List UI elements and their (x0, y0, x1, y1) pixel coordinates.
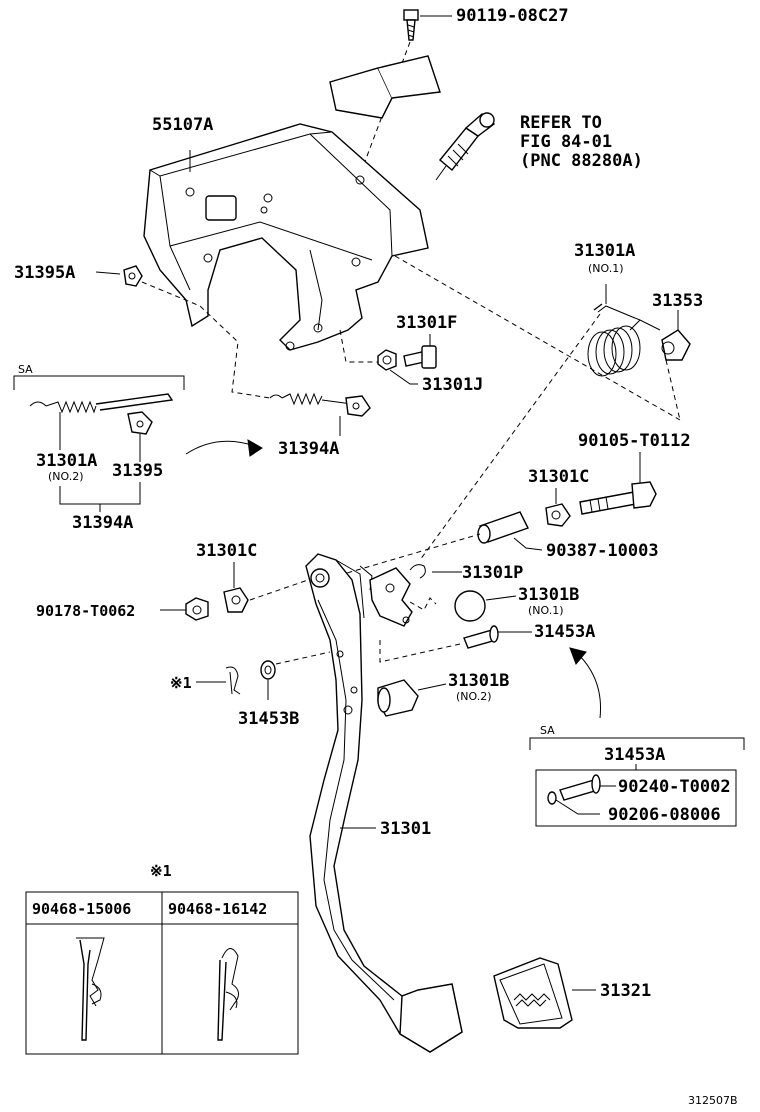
table-col2-header: 90468-16142 (168, 900, 267, 918)
label-31353: 31353 (652, 291, 703, 311)
brake-pedal-31301-drawing (305, 553, 463, 1053)
label-sa-right: SA (540, 724, 555, 737)
bolt-31301f-drawing (403, 334, 437, 369)
arrow-head-31394a (247, 439, 263, 457)
label-31301: 31301 (380, 819, 431, 839)
label-no2-b: (NO.2) (456, 690, 492, 703)
label-90119-08c27: 90119-08C27 (456, 6, 569, 26)
label-31301a-top: 31301A (574, 241, 635, 261)
clip-31395a-drawing (95, 265, 271, 399)
spring-assembly-31394a-drawing (269, 392, 371, 436)
label-no1-top: (NO.1) (588, 262, 624, 275)
collar-31301c-right-drawing (545, 488, 571, 527)
label-90178-t0062: 90178-T0062 (36, 602, 135, 620)
stopper-31301b-no2-drawing (377, 679, 447, 717)
sa-left-bracket-line (59, 482, 141, 505)
bracket-31301p-drawing (369, 564, 462, 627)
collar-31301c-left-drawing (223, 562, 249, 613)
pedal-pad-31321-drawing (493, 957, 596, 1029)
arrow-sa-to-31453a (577, 653, 602, 719)
label-sa-left: SA (18, 363, 33, 376)
pin-31453a-drawing (379, 625, 532, 663)
stopper-31301b-no1-drawing (454, 590, 517, 622)
dashed-guide-pedal-bushing (329, 533, 481, 579)
clip-90468-16142-drawing (217, 948, 239, 1041)
label-fig-84-01: FIG 84-01 (520, 132, 612, 152)
label-31394a-sa: 31394A (72, 513, 133, 533)
bushing-31353-drawing (661, 310, 691, 361)
label-31301j: 31301J (422, 375, 483, 395)
label-31395a: 31395A (14, 263, 75, 283)
clip-table (25, 891, 299, 1055)
label-refer-to: REFER TO (520, 113, 602, 133)
dashed-guide-spring-pedal (419, 313, 601, 561)
clip-pin-mark1-drawing (196, 666, 241, 695)
sa-right-inner-box (535, 769, 737, 827)
sa-right-box (529, 737, 745, 750)
dashed-guide-31353 (665, 359, 681, 421)
arrow-head-31453a (569, 647, 587, 665)
label-31301f: 31301F (396, 313, 457, 333)
bolt-90105-drawing (579, 481, 657, 515)
washer-90206-drawing (547, 791, 600, 815)
label-90387-10003: 90387-10003 (546, 541, 659, 561)
nut-90178-drawing (160, 597, 209, 621)
label-31453a-sa: 31453A (604, 745, 665, 765)
label-31301c-right: 31301C (528, 467, 589, 487)
figure-id: 312507B (688, 1094, 738, 1107)
spring-31301a-no1-drawing (587, 284, 661, 377)
label-90240-t0002: 90240-T0002 (618, 777, 731, 797)
spring-31301a-no2-drawing (29, 393, 174, 450)
label-31301a-sa: 31301A (36, 451, 97, 471)
clip-31395-drawing (127, 411, 153, 462)
label-pnc-88280a: (PNC 88280A) (520, 151, 643, 171)
label-31394a-mid: 31394A (278, 439, 339, 459)
sa-left-box (13, 375, 185, 390)
label-31301b-no2: 31301B (448, 671, 509, 691)
clip-90468-15006-drawing (76, 937, 105, 1041)
label-31395-sa: 31395 (112, 461, 163, 481)
label-90206-08006: 90206-08006 (608, 805, 721, 825)
label-31301p: 31301P (462, 563, 523, 583)
dashed-guide-collar-pedal (249, 579, 309, 601)
collar-31453b-drawing (260, 651, 331, 700)
label-31301c-left: 31301C (196, 541, 257, 561)
dashed-guide-bracket-right (394, 255, 681, 421)
label-31453b: 31453B (238, 709, 299, 729)
label-31453a: 31453A (534, 622, 595, 642)
nut-31301j-drawing (339, 329, 418, 385)
label-mark-1-table: ※1 (150, 862, 172, 880)
label-55107a: 55107A (152, 115, 213, 135)
label-no1-b: (NO.1) (528, 604, 564, 617)
label-31321: 31321 (600, 981, 651, 1001)
label-90105-t0112: 90105-T0112 (578, 431, 691, 451)
table-col1-header: 90468-15006 (32, 900, 131, 918)
pedal-bracket-55107a-drawing (143, 123, 429, 351)
label-no2-sa: (NO.2) (48, 470, 84, 483)
bushing-90387-drawing (477, 511, 543, 551)
label-31301b-no1: 31301B (518, 585, 579, 605)
pin-90240-drawing (559, 774, 616, 801)
bracket-plate-drawing (329, 55, 441, 119)
label-mark-1: ※1 (170, 674, 192, 692)
stop-lamp-switch-drawing (435, 112, 496, 181)
